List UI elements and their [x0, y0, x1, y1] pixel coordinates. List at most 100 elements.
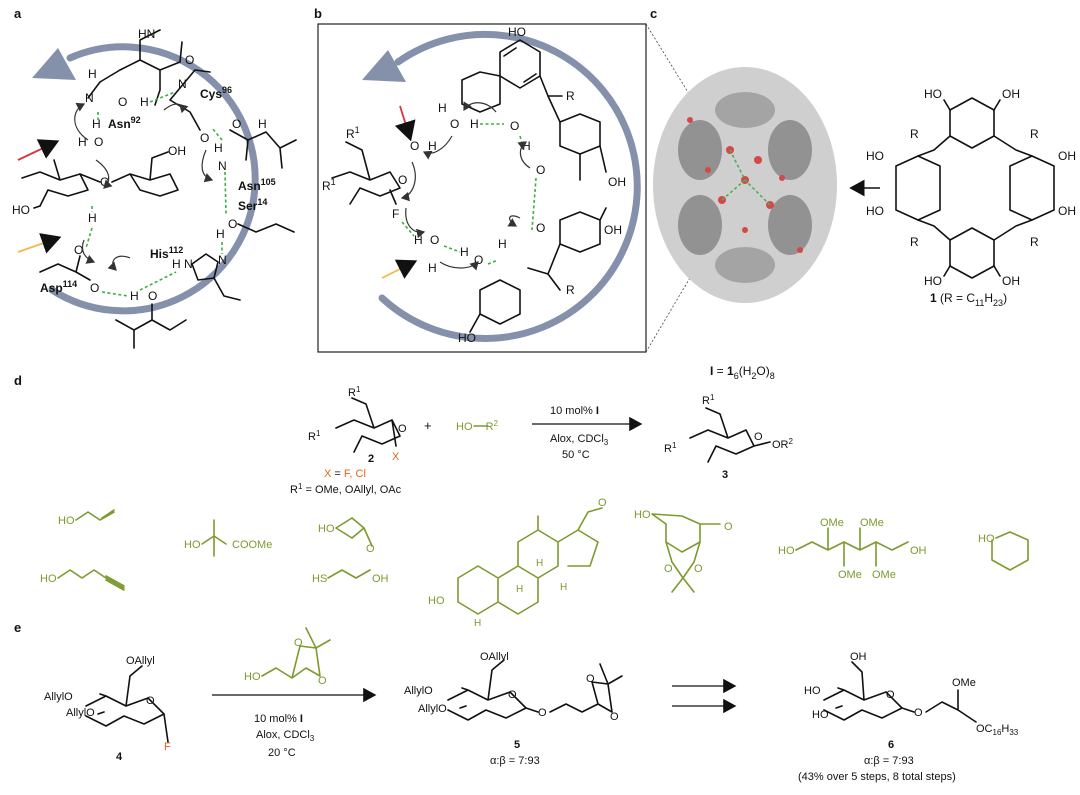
panel-b-yellow-arrow [381, 259, 418, 279]
panel-c-label: c [650, 6, 657, 21]
cmpd6-oc16: OC16H33 [976, 723, 1019, 737]
reagent-o2: O [318, 675, 327, 687]
nuc-steroid-h3: H [560, 582, 567, 593]
panel-b-o-w2: O [410, 139, 419, 153]
nuc-pentynol-ho: HO [40, 573, 57, 585]
panel-a-h-asn105b: H [214, 141, 223, 155]
panel-b-ho-bottom: HO [458, 331, 476, 345]
panel-a-asn105: Asn105 [238, 177, 276, 193]
cmpd1-oh-2: OH [1002, 274, 1020, 288]
nuc-thiol-hs: HS [312, 573, 327, 585]
panel-b-red-arrow [394, 105, 416, 142]
panel-a-label: a [14, 6, 22, 21]
nuc-cyclohexanol-ho: HO [978, 533, 995, 545]
panel-b-h2: H [498, 237, 507, 251]
cmpd6-ho1: HO [804, 685, 821, 697]
panel-a-h-his: H [172, 257, 181, 271]
panel-a-asn92: Asn92 [108, 115, 141, 131]
panel-b-h-w3b: H [428, 261, 437, 275]
panel-a-red-arrow [17, 139, 60, 161]
panel-e-cond2: 20 °C [268, 747, 296, 759]
nuc-lactone-o1: O [724, 521, 733, 533]
panel-a-h-asp: H [88, 211, 97, 225]
cmpd2-x-def: X = F, Cl [324, 468, 366, 480]
panel-b-o-w1: O [450, 117, 459, 131]
panel-e-synthesis: OAllyl AllylO AllylO O F 4 HO O O 10 mol… [44, 627, 1019, 783]
panel-a-his112: His112 [150, 245, 183, 261]
cmpd1-oh-3: OH [1058, 149, 1076, 163]
panel-b-label: b [314, 6, 322, 21]
cmpd5-allylo1: AllylO [404, 685, 433, 697]
nuc-lactate-ho: HO [184, 539, 201, 551]
panel-b-o2: O [536, 163, 545, 177]
panel-a-cys96: Cys96 [200, 85, 232, 101]
cmpd1-oh-4: OH [1058, 204, 1076, 218]
panel-a-h-water1: H [92, 117, 101, 131]
cmpd2-x: X [392, 451, 400, 463]
panel-b-oh-mid: OH [608, 175, 626, 189]
panel-b-frame [317, 23, 647, 353]
cmpd1-oh-1: OH [1002, 87, 1020, 101]
panel-b-r1-left: R1 [322, 177, 336, 193]
cmpd5-o2: O [610, 711, 619, 723]
panel-b-o4: O [474, 253, 483, 267]
nuc-steroid-ho: HO [428, 595, 445, 607]
panel-b-r1-top: R1 [346, 125, 360, 141]
cmpd3-r1-top: R1 [702, 393, 715, 407]
panel-d-reaction: R1 R1 O X 2 X = F, Cl R1 = OMe, OAllyl, … [290, 385, 794, 496]
panel-a-n1: N [85, 91, 94, 105]
cmpd6-oh: OH [850, 651, 867, 663]
panel-a-o-top: O [185, 53, 194, 67]
panel-a-ring-arrowhead [32, 48, 76, 80]
cmpd2-r1-left: R1 [308, 429, 321, 443]
cmpd2-r1-def: R1 = OMe, OAllyl, OAc [290, 482, 402, 496]
nucleophile-generic: HO R2 [456, 419, 499, 433]
panel-e-catalyst: 10 mol% I [254, 713, 303, 725]
panel-d-label: d [14, 373, 22, 388]
cmpd5-o1: O [586, 673, 595, 685]
panel-d-cond1: Alox, CDCl3 [550, 433, 609, 447]
cmpd1-ho-1: HO [924, 87, 942, 101]
cmpd5-allylo2: AllylO [418, 703, 447, 715]
cmpd3-or2: OR2 [772, 437, 794, 451]
nuc-hexitol-ho: HO [778, 545, 795, 557]
panel-b-o-w3: O [430, 233, 439, 247]
nuc-lactone-ho: HO [634, 509, 651, 521]
cmpd5-label: 5 [514, 739, 520, 751]
cmpd2-label: 2 [368, 453, 374, 465]
panel-b-h-w1b: H [470, 117, 479, 131]
cmpd2-r1-top: R1 [348, 385, 361, 399]
reagent-o1: O [294, 637, 303, 649]
panel-a-enzyme-active-site: HN O H N O H Asn92 N O Cys96 O H N H Asn… [12, 27, 297, 349]
plus-sign: + [424, 418, 432, 433]
panel-b-h3: H [460, 245, 469, 259]
cmpd5-ratio: α:β = 7:93 [490, 755, 540, 767]
nuc-glycidol-o: O [366, 543, 375, 555]
panel-a-o-bottom: O [148, 289, 157, 303]
nuc-steroid-h4: H [474, 618, 481, 629]
cmpd4-allylo1: AllylO [44, 691, 73, 703]
panel-b-h1: H [522, 139, 531, 153]
panel-b-r-bottom: R [566, 283, 575, 297]
panel-b-ring [378, 30, 641, 342]
panel-a-h-bottom: H [130, 289, 139, 303]
cmpd4-o: O [146, 695, 155, 707]
cmpd1-r-3: R [910, 235, 919, 249]
panel-a-o-cys: O [200, 131, 209, 145]
cmpd6-glyco-o: O [914, 707, 923, 719]
panel-a-h-ser: H [216, 227, 225, 241]
panel-e-cond1: Alox, CDCl3 [256, 729, 315, 743]
panel-b-oh-right: OH [604, 223, 622, 237]
panel-a-o-water: O [94, 135, 103, 149]
panel-c-caption: I = 16(H2O)8 [710, 364, 775, 381]
panel-a-asp114: Asp114 [40, 279, 77, 295]
nuc-steroid-h1: H [536, 558, 543, 569]
nuc-lactate-coome: COOMe [232, 539, 272, 551]
panel-a-h2: H [140, 95, 149, 109]
cmpd5-glyco-o: O [538, 707, 547, 719]
panel-b-ring-arrowhead [362, 50, 406, 82]
panel-a-hn-top: HN [138, 27, 155, 41]
panel-e-label: e [14, 620, 21, 635]
nuc-hexitol-ome4: OMe [872, 569, 896, 581]
